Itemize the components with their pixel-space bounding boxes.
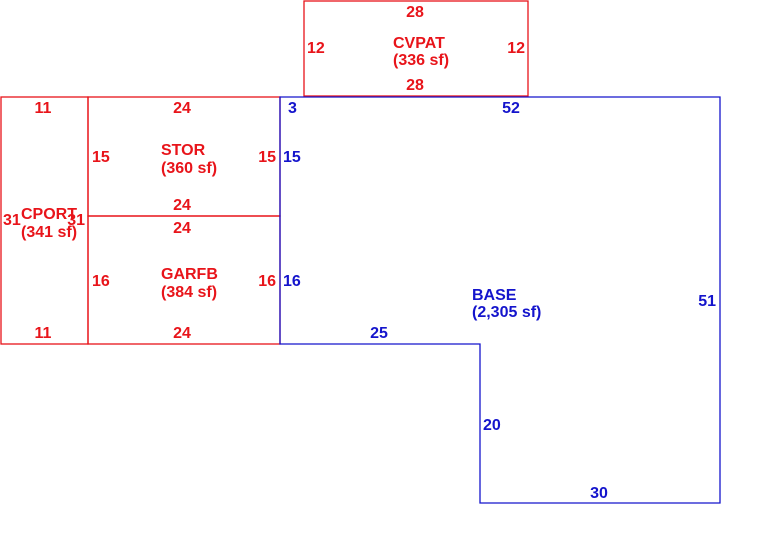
cvpat-dim-right: 12 <box>507 40 525 57</box>
garfb-name: GARFB <box>161 266 218 283</box>
cport-size: (341 sf) <box>21 224 77 241</box>
stor-size: (360 sf) <box>161 160 217 177</box>
garfb-dim-right: 16 <box>258 273 276 290</box>
base-dim-bottom: 30 <box>590 485 608 502</box>
cvpat-dim-top: 28 <box>406 4 424 21</box>
base-dim-left-lower: 16 <box>283 273 301 290</box>
base-dim-inner-horizontal: 25 <box>370 325 388 342</box>
area-base: 3 52 15 16 BASE (2,305 sf) 51 25 20 30 <box>279 96 721 504</box>
cvpat-outline <box>303 0 529 97</box>
cport-dim-top: 11 <box>35 100 52 117</box>
cvpat-dim-left: 12 <box>307 40 325 57</box>
cport-dim-bottom: 11 <box>35 325 52 342</box>
cvpat-size: (336 sf) <box>393 52 449 69</box>
stor-name: STOR <box>161 142 206 159</box>
area-stor: 24 15 15 STOR (360 sf) 24 <box>87 96 281 217</box>
garfb-dim-left: 16 <box>92 273 110 290</box>
garfb-dim-bottom: 24 <box>173 325 191 342</box>
area-garfb: 24 16 16 GARFB (384 sf) 24 <box>87 215 281 345</box>
base-dim-top-small: 3 <box>288 100 297 117</box>
stor-dim-left: 15 <box>92 149 110 166</box>
base-name: BASE <box>472 287 517 304</box>
cvpat-dim-bottom: 28 <box>406 77 424 94</box>
base-dim-top: 52 <box>502 100 520 117</box>
stor-dim-right: 15 <box>258 149 276 166</box>
cport-dim-left: 31 <box>3 212 21 229</box>
cport-name: CPORT <box>21 206 77 223</box>
garfb-size: (384 sf) <box>161 284 217 301</box>
garfb-dim-top: 24 <box>173 220 191 237</box>
base-dim-right: 51 <box>698 293 716 310</box>
area-cport: 11 31 31 CPORT (341 sf) 11 <box>0 96 89 345</box>
stor-dim-top: 24 <box>173 100 191 117</box>
area-cvpat: 28 12 12 CVPAT (336 sf) 28 <box>303 0 529 97</box>
stor-dim-bottom: 24 <box>173 197 191 214</box>
base-dim-left-upper: 15 <box>283 149 301 166</box>
base-dim-inner-vertical: 20 <box>483 417 501 434</box>
base-outline <box>279 96 721 504</box>
cvpat-name: CVPAT <box>393 35 445 52</box>
cport-dim-right: 31 <box>67 212 85 229</box>
base-size: (2,305 sf) <box>472 304 541 321</box>
